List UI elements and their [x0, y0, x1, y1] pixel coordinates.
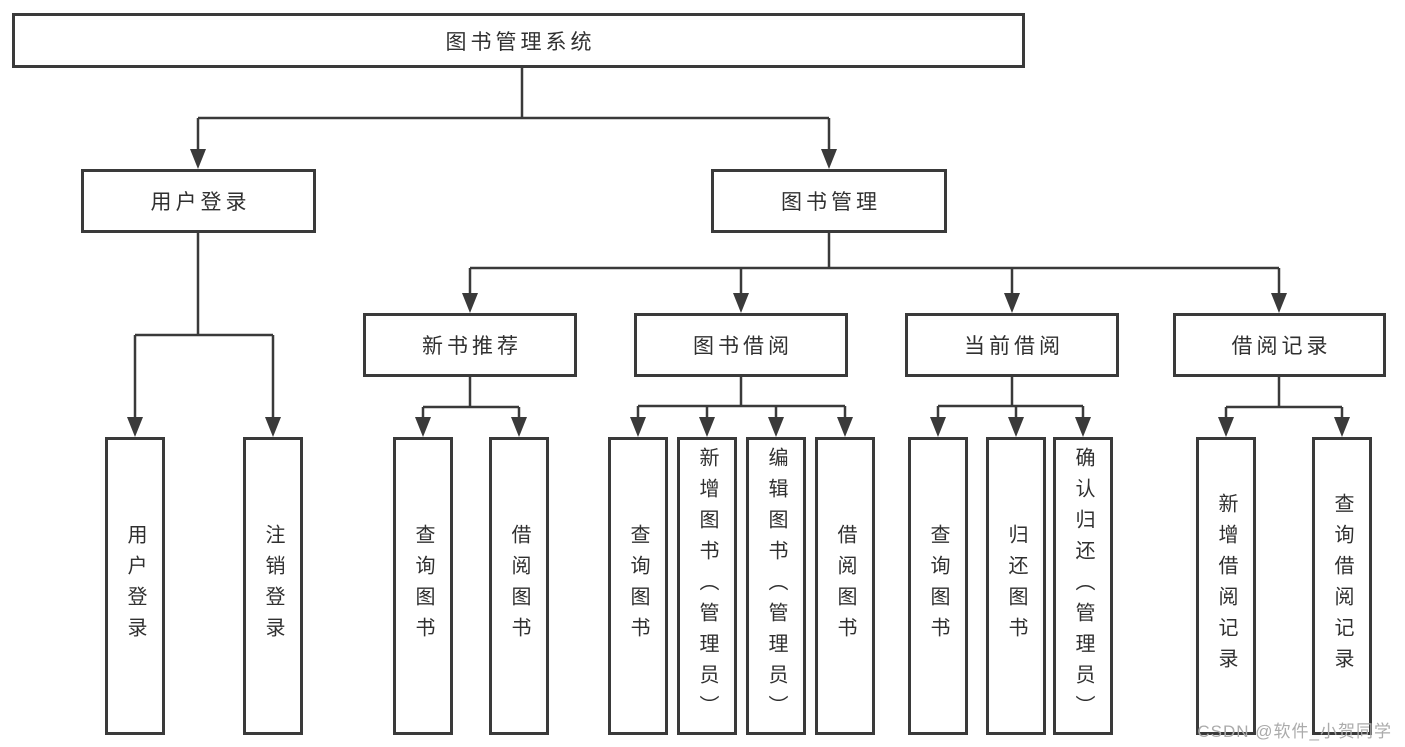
leaf-current-return-books: 归还图书 [986, 437, 1046, 735]
leaf-recommend-borrow-books: 借阅图书 [489, 437, 549, 735]
node-label: 查询图书 [412, 524, 434, 648]
node-label: 查询借阅记录 [1331, 493, 1353, 679]
node-label: 图书管理 [781, 191, 881, 214]
leaf-logout: 注销登录 [243, 437, 303, 735]
node-new-book-recommend: 新书推荐 [363, 313, 577, 377]
leaf-borrow-borrow-books: 借阅图书 [815, 437, 875, 735]
node-label: 借阅图书 [834, 524, 856, 648]
node-label: 用户登录 [150, 191, 251, 214]
leaf-records-add-record: 新增借阅记录 [1196, 437, 1256, 735]
node-label: 图书管理系统 [445, 30, 596, 54]
node-label: 新增借阅记录 [1215, 493, 1237, 679]
leaf-borrow-edit-books-admin: 编辑图书（管理员） [746, 437, 806, 735]
node-label: 查询图书 [627, 524, 649, 648]
node-current-borrow: 当前借阅 [905, 313, 1119, 377]
leaf-borrow-query-books: 查询图书 [608, 437, 668, 735]
node-label: 归还图书 [1005, 524, 1027, 648]
node-root: 图书管理系统 [12, 13, 1025, 68]
node-label: 用户登录 [124, 524, 146, 648]
leaf-current-query-books: 查询图书 [908, 437, 968, 735]
node-label: 借阅图书 [508, 524, 530, 648]
node-book-management: 图书管理 [711, 169, 947, 233]
node-label: 新书推荐 [422, 335, 522, 358]
node-label: 借阅记录 [1231, 335, 1332, 358]
leaf-user-login: 用户登录 [105, 437, 165, 735]
node-book-borrow: 图书借阅 [634, 313, 848, 377]
node-label: 新增图书（管理员） [696, 446, 718, 726]
leaf-current-confirm-return-admin: 确认归还（管理员） [1053, 437, 1113, 735]
arrowheads [127, 149, 1350, 437]
node-user-login: 用户登录 [81, 169, 316, 233]
node-label: 当前借阅 [964, 335, 1064, 358]
node-label: 编辑图书（管理员） [765, 446, 787, 726]
csdn-watermark: CSDN @软件_小贺同学 [1197, 722, 1392, 741]
leaf-borrow-add-books-admin: 新增图书（管理员） [677, 437, 737, 735]
node-label: 注销登录 [262, 524, 284, 648]
node-label: 确认归还（管理员） [1072, 446, 1094, 726]
node-label: 查询图书 [927, 524, 949, 648]
leaf-records-query-record: 查询借阅记录 [1312, 437, 1372, 735]
node-label: 图书借阅 [693, 335, 793, 358]
leaf-recommend-query-books: 查询图书 [393, 437, 453, 735]
node-borrow-records: 借阅记录 [1173, 313, 1386, 377]
